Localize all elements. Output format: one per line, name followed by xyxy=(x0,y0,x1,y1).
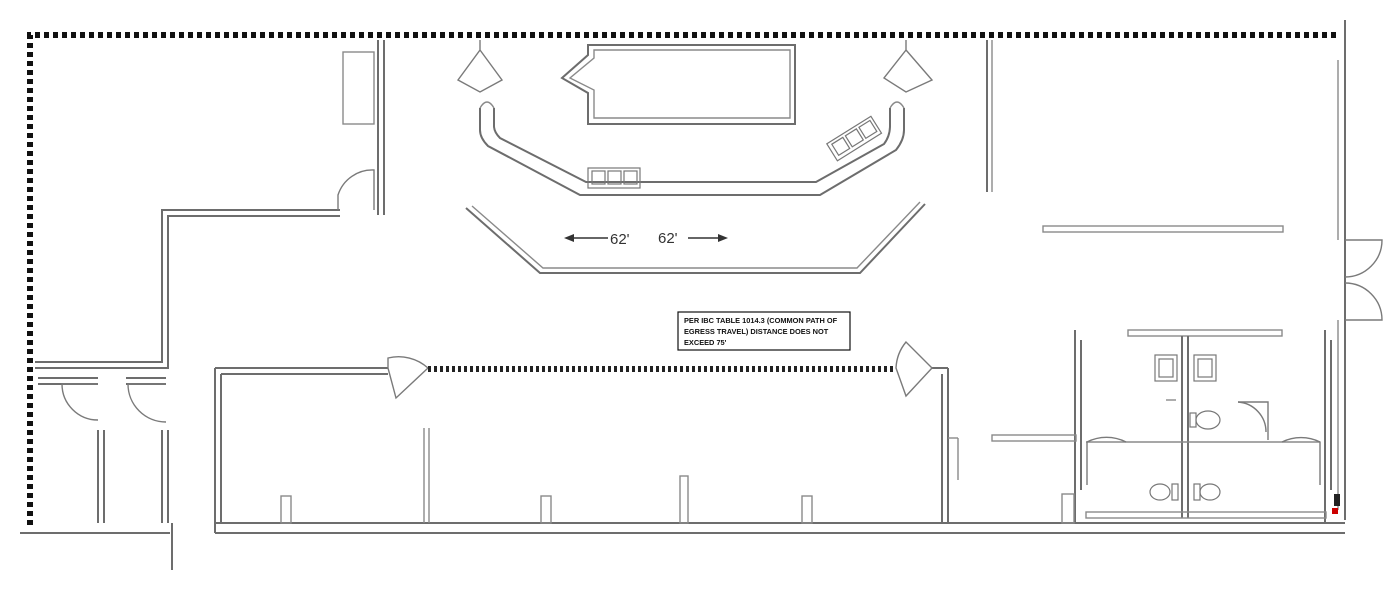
dimension-arrows xyxy=(564,234,728,242)
egress-note-line-1: PER IBC TABLE 1014.3 (COMMON PATH OF xyxy=(684,316,838,325)
dimension-label-right: 62' xyxy=(658,230,678,247)
back-bar xyxy=(560,44,796,125)
egress-note: PER IBC TABLE 1014.3 (COMMON PATH OF EGR… xyxy=(677,311,851,351)
dining-room xyxy=(214,340,959,533)
storage-room xyxy=(337,40,385,215)
outer-walls xyxy=(20,20,1346,570)
exit-door xyxy=(1344,239,1383,321)
restrooms xyxy=(991,329,1340,524)
right-partitions xyxy=(986,40,1284,233)
bar-counter xyxy=(456,40,934,274)
left-rooms xyxy=(35,209,340,523)
egress-path-dotted xyxy=(27,32,1336,525)
egress-note-line-3: EXCEED 75' xyxy=(684,338,727,347)
egress-note-line-2: EGRESS TRAVEL) DISTANCE DOES NOT xyxy=(684,327,829,336)
dimension-label-left: 62' xyxy=(610,231,630,248)
